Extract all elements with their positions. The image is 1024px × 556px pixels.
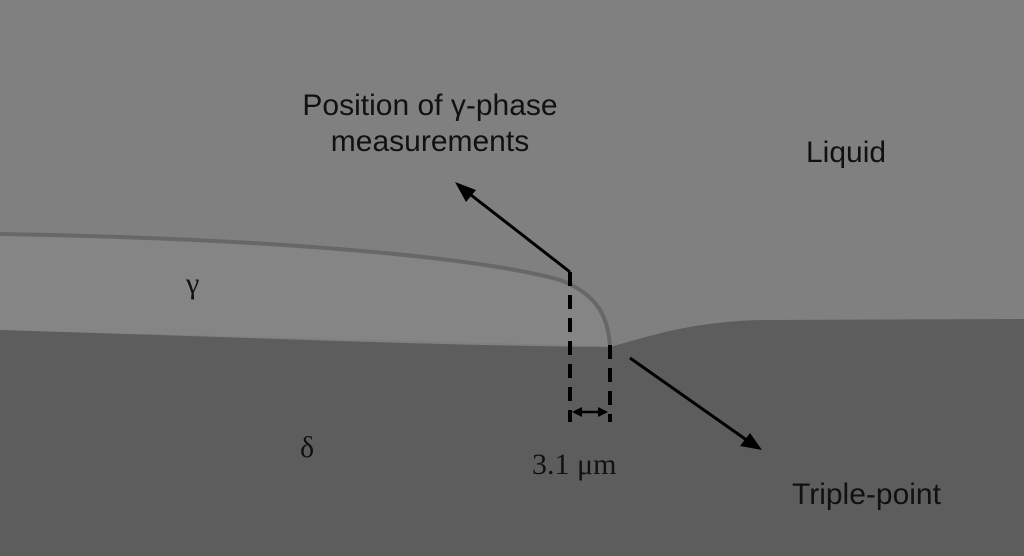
delta-region [0, 319, 1024, 556]
triple-point-arrowhead-icon [740, 433, 762, 450]
measurement-position-label: Position of γ-phase measurements [280, 88, 580, 160]
triple-point-label: Triple-point [792, 478, 941, 511]
dimension-arrowhead-right-icon [598, 407, 608, 417]
liquid-label: Liquid [806, 136, 887, 169]
label-line-1: Position of γ-phase [302, 89, 558, 122]
triple-point-arrow [629, 356, 749, 443]
measurement-arrowhead-icon [455, 182, 476, 202]
delta-label: δ [300, 431, 315, 464]
width-label: 3.1 μm [532, 448, 617, 481]
gamma-liquid-interface [0, 232, 612, 347]
dimension-arrowhead-left-icon [572, 407, 582, 417]
label-line-2: measurements [330, 125, 530, 158]
gamma-label: γ [186, 267, 200, 300]
measurement-arrow [461, 186, 571, 274]
